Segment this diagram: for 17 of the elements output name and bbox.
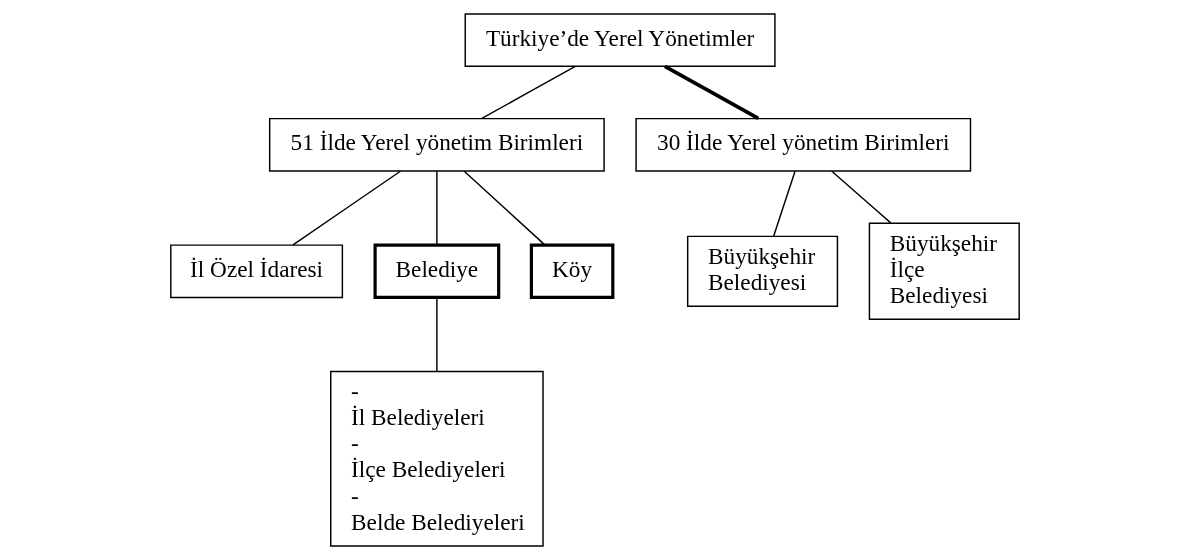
connector xyxy=(831,170,892,224)
connector xyxy=(463,170,546,246)
node-box: Büyükşehir Belediyesi xyxy=(686,235,839,307)
connector xyxy=(436,170,438,246)
node-box: - İl Belediyeleri - İlçe Belediyeleri - Belde Belediyeleri xyxy=(330,370,544,547)
node-box: 30 İlde Yerel yönetim Birimleri xyxy=(635,117,972,172)
connector xyxy=(436,296,438,373)
node-box: Türkiye’de Yerel Yönetimler xyxy=(464,13,776,67)
connector xyxy=(292,170,402,246)
node-box: 51 İlde Yerel yönetim Birimleri xyxy=(268,117,605,172)
node-box: Belediye xyxy=(373,243,501,300)
connector xyxy=(481,65,576,120)
connector xyxy=(664,64,760,120)
node-box: Büyükşehir İlçe Belediyesi xyxy=(868,222,1020,320)
node-box: İl Özel İdaresi xyxy=(170,244,344,299)
connector xyxy=(773,170,796,237)
node-box: Köy xyxy=(529,243,615,300)
